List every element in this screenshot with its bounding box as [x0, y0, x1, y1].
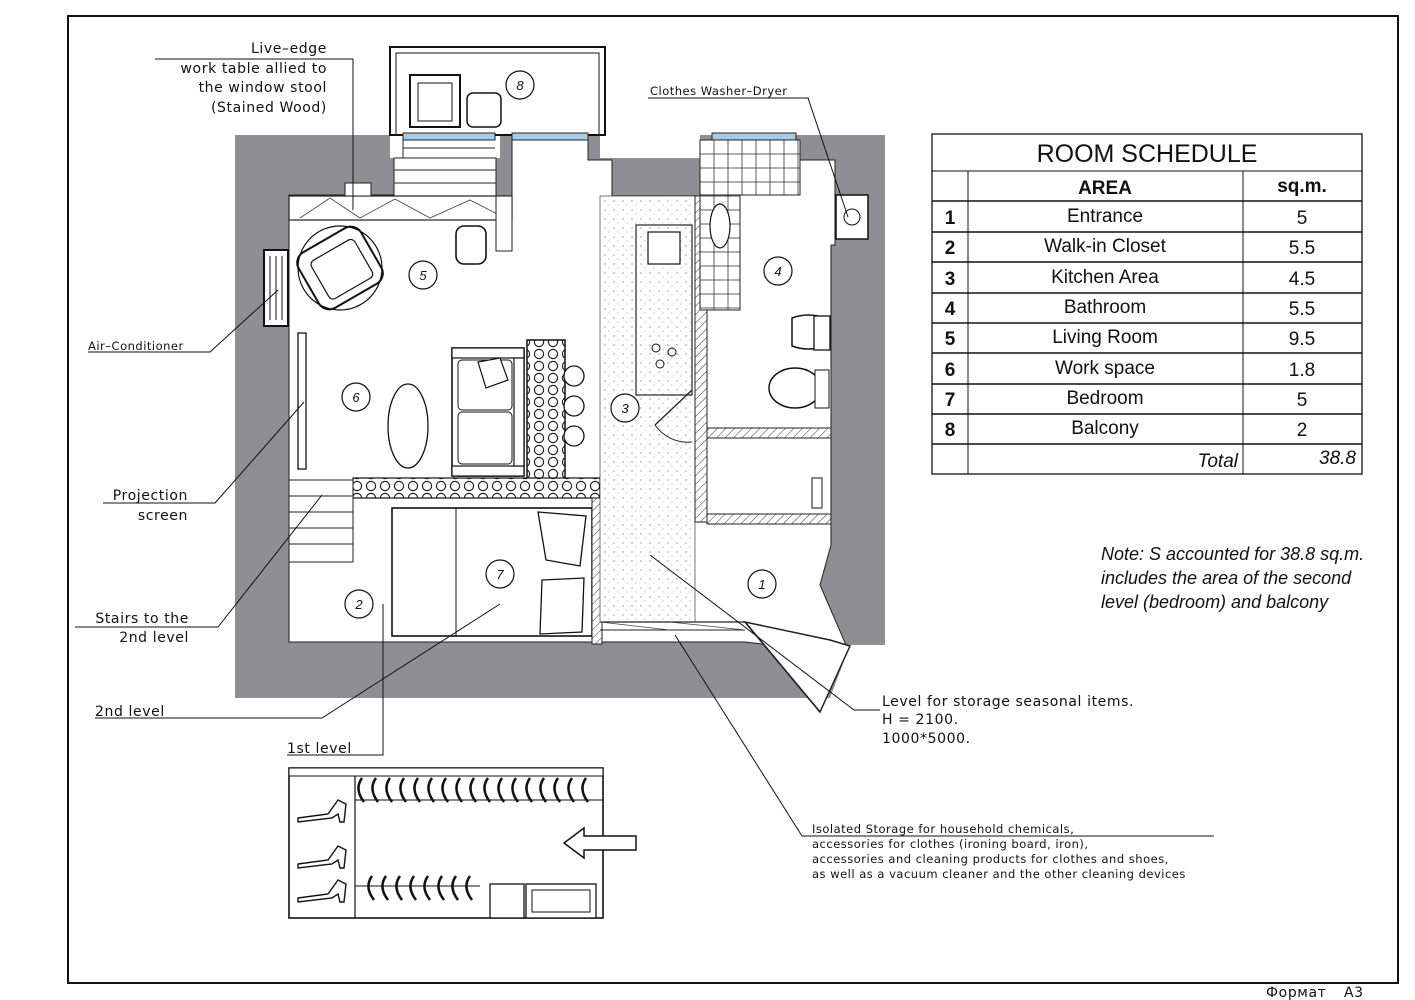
schedule-row-sqm: 5.5	[1289, 238, 1315, 259]
hangers-bottom	[367, 875, 474, 901]
projection-label-2: screen	[138, 508, 188, 524]
desk-chair	[455, 225, 487, 265]
room-number-6: 6	[352, 390, 360, 405]
projection-label-1: Projection	[113, 488, 188, 504]
note-line-3: level (bedroom) and balcony	[1101, 592, 1329, 612]
live-edge-label-4: (Stained Wood)	[211, 100, 327, 116]
window-bath	[711, 132, 797, 141]
kitchen-sink	[647, 231, 681, 265]
stairs-label-1: Stairs to the	[95, 611, 189, 627]
bidet	[768, 367, 822, 409]
leader-lines	[75, 58, 1214, 837]
note-line-1: Note: S accounted for 38.8 sq.m.	[1101, 544, 1364, 564]
live-edge-label-1: Live–edge	[251, 41, 327, 57]
schedule-row-area: Bedroom	[1066, 388, 1143, 409]
schedule-title: ROOM SCHEDULE	[1037, 140, 1258, 168]
storage-level-label-2: H = 2100.	[882, 712, 959, 728]
isolated-storage-label-3: accessories and cleaning products for cl…	[812, 852, 1169, 866]
ac-label: Air–Conditioner	[88, 339, 184, 353]
schedule-row-area: Living Room	[1052, 327, 1158, 348]
note-line-2: includes the area of the second	[1101, 568, 1352, 588]
room-number-markers: 1 2 3 4 5 6 7 8	[341, 70, 793, 619]
schedule-row-num: 8	[945, 420, 956, 441]
shoes	[297, 799, 347, 903]
live-edge-label-2: work table allied to	[181, 61, 328, 77]
schedule-col-area: AREA	[1078, 178, 1132, 199]
first-level-label: 1st level	[287, 741, 352, 757]
storage-level-label-1: Level for storage seasonal items.	[882, 694, 1134, 710]
room-number-3: 3	[621, 401, 629, 416]
sofa	[451, 347, 525, 477]
schedule-row-area: Kitchen Area	[1051, 267, 1159, 288]
live-edge-label-3: the window stool	[199, 80, 327, 96]
schedule-row-area: Work space	[1055, 358, 1155, 379]
schedule-row-area: Entrance	[1067, 206, 1143, 227]
schedule-total-value: 38.8	[1319, 448, 1356, 469]
schedule-row-num: 1	[945, 208, 956, 229]
schedule-row-num: 2	[945, 238, 956, 259]
window-living	[402, 132, 496, 141]
projection-screen	[297, 332, 307, 470]
schedule-col-sqm: sq.m.	[1277, 176, 1327, 197]
bar-counter	[526, 339, 566, 481]
schedule-row-sqm: 9.5	[1289, 329, 1315, 350]
storage-level-label-3: 1000*5000.	[882, 731, 971, 747]
room-number-4: 4	[774, 264, 781, 279]
room-number-2: 2	[354, 597, 363, 612]
isolated-storage-label-1: Isolated Storage for household chemicals…	[812, 822, 1074, 836]
bed	[391, 507, 593, 637]
closet-entry-arrow	[562, 826, 637, 860]
room-schedule-table: ROOM SCHEDULE AREA sq.m. 1 Entrance 5 2 …	[931, 133, 1363, 475]
schedule-row-area: Walk-in Closet	[1044, 236, 1166, 257]
isolated-storage-label-4: as well as a vacuum cleaner and the othe…	[812, 867, 1186, 881]
window-kitchen	[511, 132, 589, 141]
second-level-label: 2nd level	[95, 704, 165, 720]
schedule-row-num: 4	[945, 299, 956, 320]
stairs	[288, 479, 354, 563]
schedule-row-sqm: 1.8	[1289, 360, 1315, 381]
room-number-5: 5	[419, 268, 427, 283]
schedule-total-label: Total	[1198, 451, 1239, 472]
washer-label: Clothes Washer–Dryer	[650, 84, 788, 98]
schedule-row-sqm: 5	[1297, 390, 1308, 411]
armchair	[296, 225, 384, 311]
schedule-row-area: Balcony	[1071, 418, 1139, 439]
area-note: Note: S accounted for 38.8 sq.m. include…	[1101, 544, 1364, 612]
footer-format-size: А3	[1344, 985, 1364, 1000]
schedule-row-sqm: 4.5	[1289, 269, 1315, 290]
room-number-8: 8	[516, 78, 524, 93]
callouts: Live–edge work table allied to the windo…	[88, 41, 1186, 881]
schedule-row-num: 3	[945, 269, 956, 290]
schedule-row-area: Bathroom	[1064, 297, 1146, 318]
room-number-1: 1	[758, 577, 765, 592]
work-table	[288, 195, 513, 221]
room-number-7: 7	[496, 567, 504, 582]
floor-plan	[235, 46, 885, 714]
schedule-row-num: 5	[945, 329, 956, 350]
hangers-top	[357, 777, 590, 803]
schedule-row-num: 6	[945, 360, 956, 381]
schedule-row-num: 7	[945, 390, 956, 411]
isolated-storage-label-2: accessories for clothes (ironing board, …	[812, 837, 1089, 851]
balcony-table	[466, 92, 502, 128]
schedule-row-sqm: 5.5	[1289, 299, 1315, 320]
schedule-row-sqm: 5	[1297, 208, 1308, 229]
closet-detail	[288, 767, 637, 919]
footer-format-label: Формат	[1266, 985, 1326, 1000]
schedule-row-sqm: 2	[1297, 420, 1308, 441]
oval-rug	[387, 383, 429, 469]
stairs-label-2: 2nd level	[119, 630, 189, 646]
sheet-frame	[67, 15, 1399, 984]
